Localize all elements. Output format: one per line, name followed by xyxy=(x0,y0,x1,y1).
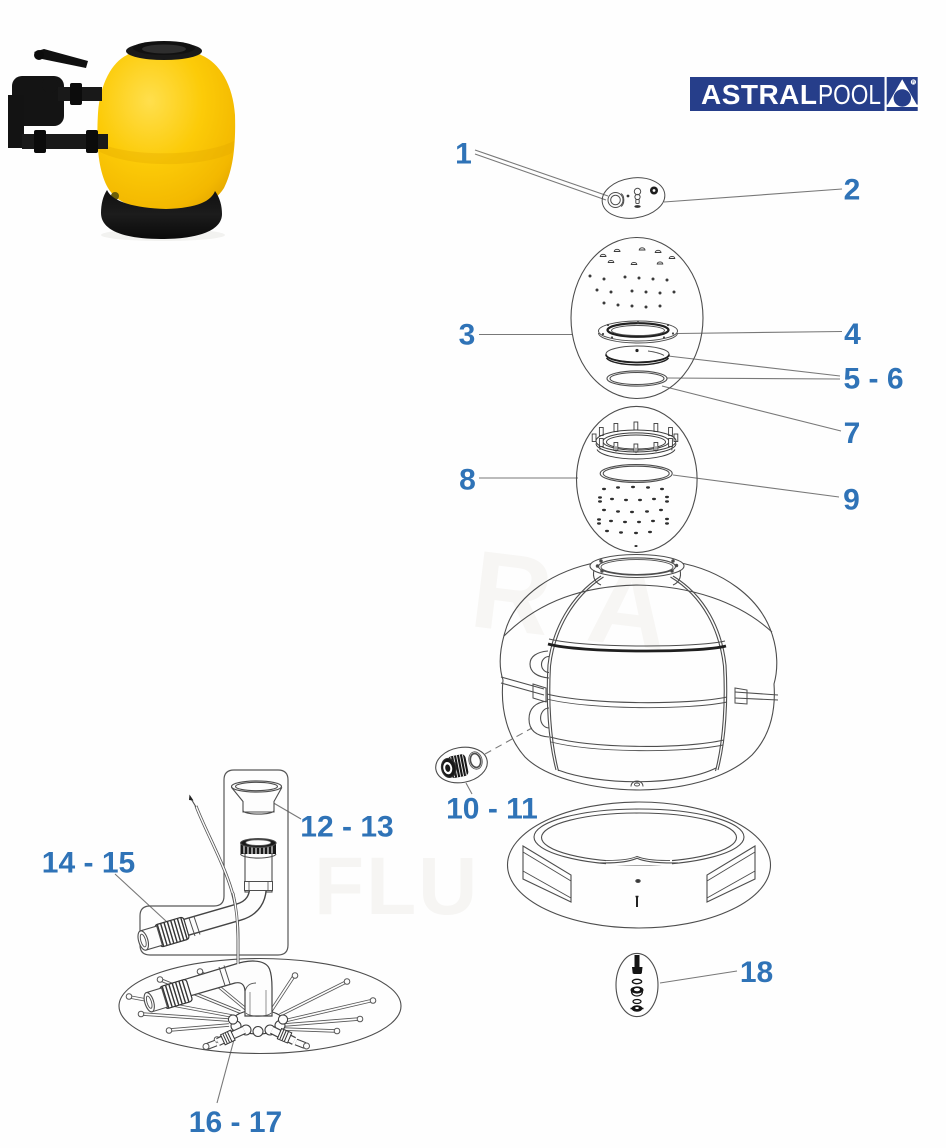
svg-text:1: 1 xyxy=(455,138,472,171)
svg-text:18: 18 xyxy=(740,956,773,989)
svg-text:5 - 6: 5 - 6 xyxy=(843,363,903,396)
svg-text:3: 3 xyxy=(459,319,476,352)
svg-text:4: 4 xyxy=(844,318,861,351)
svg-text:POOL: POOL xyxy=(818,79,881,110)
svg-text:8: 8 xyxy=(459,464,476,497)
svg-text:R: R xyxy=(912,80,916,85)
svg-text:ASTRAL: ASTRAL xyxy=(701,79,817,110)
svg-text:12 - 13: 12 - 13 xyxy=(300,811,393,844)
svg-text:9: 9 xyxy=(843,484,860,517)
svg-text:2: 2 xyxy=(844,174,861,207)
svg-text:RA: RA xyxy=(465,527,713,678)
svg-text:7: 7 xyxy=(844,417,861,450)
svg-text:10 - 11: 10 - 11 xyxy=(446,793,538,826)
svg-text:FLU: FLU xyxy=(314,841,479,932)
svg-text:16 - 17: 16 - 17 xyxy=(189,1106,282,1139)
svg-text:14 - 15: 14 - 15 xyxy=(42,847,135,880)
